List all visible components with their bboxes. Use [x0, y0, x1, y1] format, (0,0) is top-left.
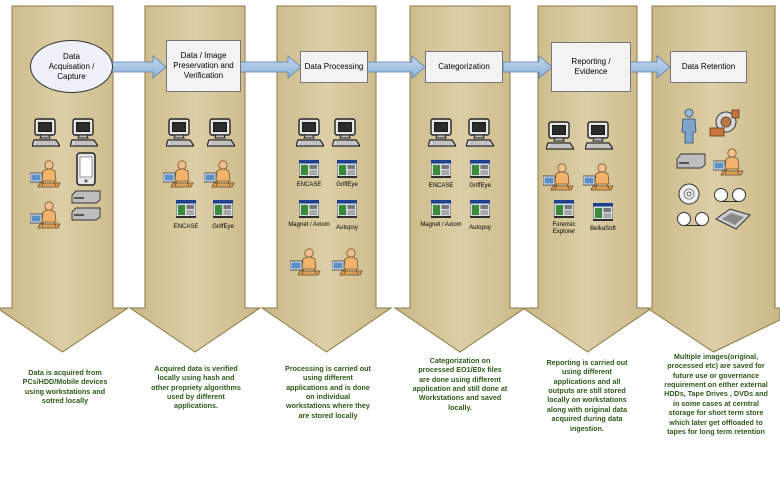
stage-6-description: Multiple images(original, processed etc)…	[664, 352, 768, 436]
stage-1-title: Data Acquisation / Capture	[30, 40, 113, 93]
encase-app-icon	[431, 160, 451, 178]
computer-icon	[70, 118, 98, 147]
app-label-encase: ENCASE	[296, 182, 322, 188]
stage-4-description: Categorization on processed EO1/E0x file…	[412, 356, 508, 412]
app-label-encase: ENCASE	[428, 183, 454, 189]
griffeye-app-icon	[470, 160, 490, 178]
user-workstation-icon	[583, 163, 614, 191]
hard-drive-icon	[71, 190, 101, 204]
stage-2-description: Acquired data is verified locally using …	[151, 364, 241, 411]
user-workstation-icon	[543, 163, 574, 191]
tape-reel-icon	[714, 188, 746, 202]
computer-icon	[546, 121, 574, 150]
computer-icon	[32, 118, 60, 147]
computer-icon	[585, 121, 613, 150]
autopsy-app-icon	[337, 200, 357, 218]
stage-6-column-arrow	[645, 5, 780, 353]
user-workstation-icon	[332, 248, 363, 276]
stage-3-title: Data Processing	[300, 51, 368, 83]
flow-arrow-4-5	[502, 55, 553, 79]
computer-icon	[428, 118, 456, 147]
encase-app-icon	[176, 200, 196, 218]
app-label-magnet-axiom: Magnet / Axiom	[288, 222, 330, 228]
computer-icon	[332, 118, 360, 147]
hard-drive-icon	[676, 153, 706, 169]
stage-4-column-arrow	[393, 5, 527, 353]
computer-icon	[296, 118, 324, 147]
tape-cartridge-icon	[715, 208, 751, 230]
hard-drive-icon	[71, 207, 101, 221]
computer-icon	[466, 118, 494, 147]
user-workstation-icon	[163, 160, 194, 188]
stage-5-title: Reporting / Evidence	[551, 42, 631, 92]
computer-icon	[166, 118, 194, 147]
encase-app-icon	[299, 160, 319, 178]
user-workstation-icon	[713, 148, 744, 176]
app-label-griffeye: GriffEye	[336, 182, 358, 188]
stage-5-description: Reporting is carried out using different…	[546, 358, 628, 433]
forensic-explorer-app-icon	[554, 200, 574, 218]
user-workstation-icon	[290, 248, 321, 276]
app-label-griffeye: GriffEye	[469, 183, 491, 189]
dvd-disc-icon	[678, 183, 700, 205]
stage-3-description: Processing is carried out using differen…	[285, 364, 371, 420]
app-label-griffeye: GriffEye	[212, 224, 234, 230]
stage-2-column-arrow	[128, 5, 262, 353]
flow-arrow-3-4	[366, 55, 426, 79]
app-label-magnet-axiom: Magnet / Axiom	[420, 222, 462, 228]
operator-person-icon	[681, 108, 697, 144]
stage-6-title: Data Retention	[670, 51, 747, 83]
user-workstation-icon	[30, 160, 61, 188]
magnet-axiom-app-icon	[431, 200, 451, 218]
stage-1-column-arrow	[0, 5, 130, 353]
flow-arrow-5-6	[629, 55, 671, 79]
flow-arrow-1-2	[111, 55, 167, 79]
app-label-autopsy: Autopsy	[469, 225, 491, 231]
autopsy-app-icon	[470, 200, 490, 218]
tape-robot-icon	[709, 109, 740, 137]
stage-4-title: Categorization	[425, 51, 503, 83]
griffeye-app-icon	[213, 200, 233, 218]
tape-reel-icon	[677, 212, 709, 226]
app-label-belkasoft: BelkaSoft	[590, 226, 616, 232]
flow-arrow-2-3	[239, 55, 302, 79]
magnet-axiom-app-icon	[299, 200, 319, 218]
belkasoft-app-icon	[593, 203, 613, 221]
griffeye-app-icon	[337, 160, 357, 178]
user-workstation-icon	[30, 201, 61, 229]
app-label-autopsy: Autopsy	[336, 225, 358, 231]
stage-1-description: Data is acquired from PCs/HDD/Mobile dev…	[22, 368, 108, 406]
mobile-device-icon	[76, 152, 96, 186]
computer-icon	[207, 118, 235, 147]
user-workstation-icon	[204, 160, 235, 188]
app-label-encase: ENCASE	[173, 224, 199, 230]
app-label-forensic-explorer: Forensic Explorer	[552, 222, 576, 235]
stage-2-title: Data / Image Preservation and Verificati…	[166, 40, 241, 92]
